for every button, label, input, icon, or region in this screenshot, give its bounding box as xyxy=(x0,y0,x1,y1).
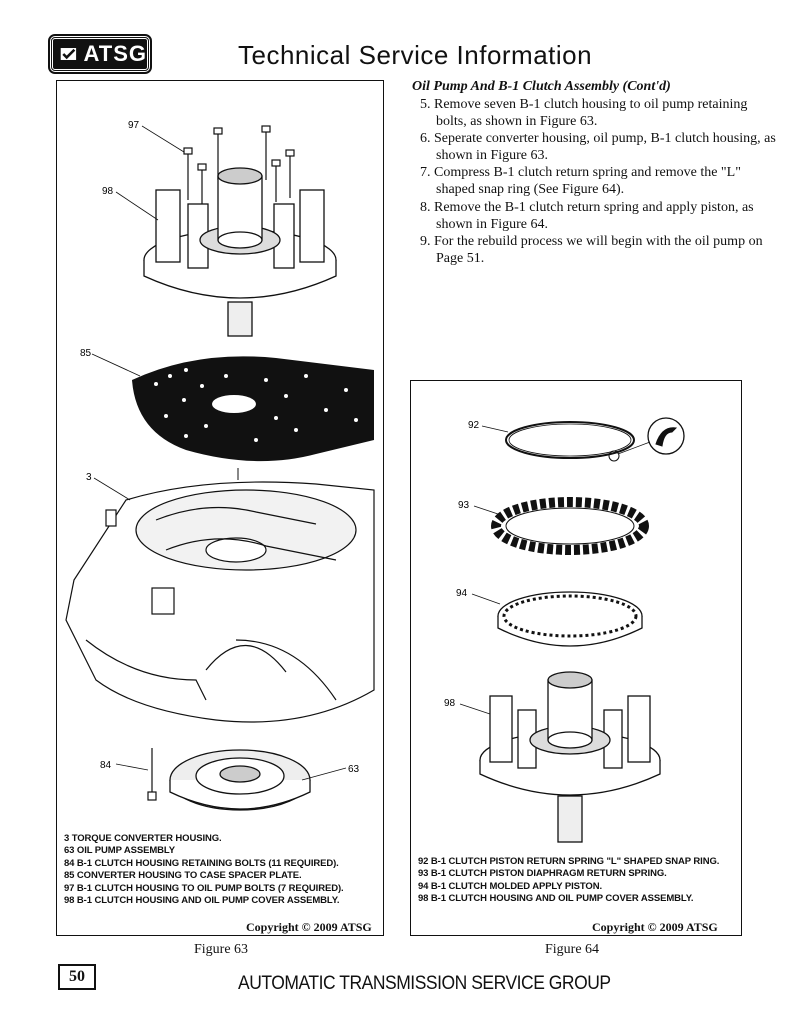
figure-63-frame xyxy=(56,80,384,936)
bolts-97 xyxy=(183,125,295,206)
step-6: 6. Seperate converter housing, oil pump,… xyxy=(420,131,776,164)
figure-63-caption: Figure 63 xyxy=(194,942,249,957)
clutch-housing-98 xyxy=(143,167,337,337)
apply-piston-94 xyxy=(497,591,643,647)
logo-text: ATSG xyxy=(83,41,147,66)
step-5: 5. Remove seven B-1 clutch housing to oi… xyxy=(420,97,748,130)
oil-pump-63 xyxy=(169,749,311,811)
step-9: 9. For the rebuild process we will begin… xyxy=(420,233,763,266)
legend-item: 93 B-1 CLUTCH PISTON DIAPHRAGM RETURN SP… xyxy=(418,868,667,880)
footer-text: AUTOMATIC TRANSMISSION SERVICE GROUP xyxy=(238,973,611,994)
legend-item: 85 CONVERTER HOUSING TO CASE SPACER PLAT… xyxy=(64,870,302,882)
atsg-logo: ATSG xyxy=(48,34,152,74)
figure-64-illustration: 92 93 94 98 xyxy=(444,417,685,843)
callout-63: 63 xyxy=(348,764,360,775)
bolt-84 xyxy=(147,748,157,801)
procedure-steps: 5. Remove seven B-1 clutch housing to oi… xyxy=(420,96,780,267)
figure-63-illustration: 97 98 85 3 84 63 xyxy=(65,120,375,811)
converter-housing-3 xyxy=(65,481,375,723)
callout-97: 97 xyxy=(128,120,140,131)
figure-63-copyright: Copyright © 2009 ATSG xyxy=(246,920,372,934)
legend-item: 98 B-1 CLUTCH HOUSING AND OIL PUMP COVER… xyxy=(418,893,694,905)
legend-item: 92 B-1 CLUTCH PISTON RETURN SPRING "L" S… xyxy=(418,856,720,867)
callout-3: 3 xyxy=(86,472,92,483)
figure-64-frame xyxy=(410,380,742,936)
spacer-plate-85 xyxy=(132,356,374,480)
legend-item: 84 B-1 CLUTCH HOUSING RETAINING BOLTS (1… xyxy=(64,857,339,869)
legend-item: 97 B-1 CLUTCH HOUSING TO OIL PUMP BOLTS … xyxy=(64,882,344,894)
callout-92: 92 xyxy=(468,420,480,431)
legend-item: 98 B-1 CLUTCH HOUSING AND OIL PUMP COVER… xyxy=(64,895,340,907)
callout-98-fig64: 98 xyxy=(444,698,456,709)
callout-84: 84 xyxy=(100,760,112,771)
section-heading: Oil Pump And B-1 Clutch Assembly (Cont'd… xyxy=(412,79,671,94)
page-number: 50 xyxy=(58,964,96,990)
checkmark-logo-icon xyxy=(60,48,77,60)
page-title: Technical Service Information xyxy=(238,40,593,70)
figure-64-copyright: Copyright © 2009 ATSG xyxy=(592,920,718,934)
figure-64-caption: Figure 64 xyxy=(545,942,600,957)
callout-94: 94 xyxy=(456,588,468,599)
step-8: 8. Remove the B-1 clutch return spring a… xyxy=(420,199,754,232)
step-7: 7. Compress B-1 clutch return spring and… xyxy=(420,165,741,198)
callout-93: 93 xyxy=(458,500,470,511)
legend-item: 3 TORQUE CONVERTER HOUSING. xyxy=(64,833,222,844)
figure-63-legend: 3 TORQUE CONVERTER HOUSING. 63 OIL PUMP … xyxy=(64,833,344,907)
legend-item: 94 B-1 CLUTCH MOLDED APPLY PISTON. xyxy=(418,880,602,892)
return-spring-93 xyxy=(491,497,649,555)
snap-ring-92 xyxy=(505,417,685,462)
callout-98: 98 xyxy=(102,186,114,197)
callout-85: 85 xyxy=(80,348,92,359)
legend-item: 63 OIL PUMP ASSEMBLY xyxy=(64,845,175,857)
clutch-housing-98-fig64 xyxy=(479,671,661,843)
figure-64-legend: 92 B-1 CLUTCH PISTON RETURN SPRING "L" S… xyxy=(418,856,719,906)
